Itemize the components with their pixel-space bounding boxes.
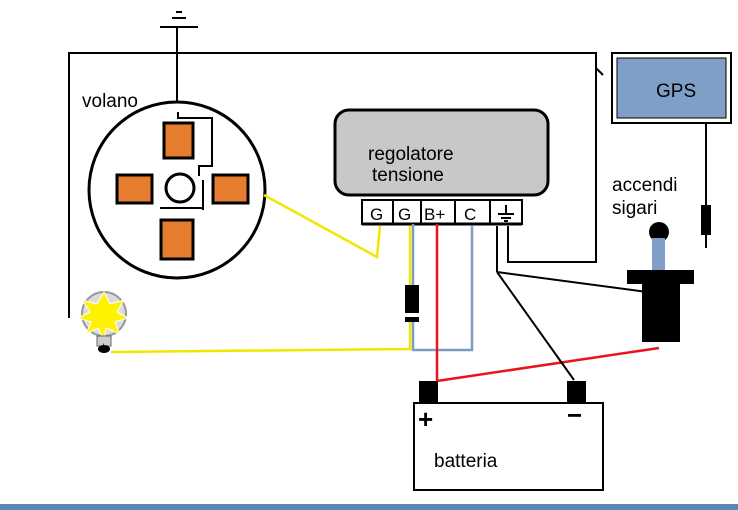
- regulator-body: [333, 108, 550, 197]
- bottom-bar: [0, 504, 738, 510]
- lighter-shaft: [652, 238, 665, 278]
- coil-wire-inner: [177, 112, 213, 176]
- flywheel-hub: [164, 172, 196, 204]
- flywheel: [87, 100, 267, 280]
- diode-body: [405, 285, 419, 322]
- battery-minus-sign: −: [567, 400, 582, 430]
- lamp-plus-sign: +: [101, 341, 106, 351]
- red-wires: [435, 224, 660, 383]
- ground-symbol-top: [160, 11, 198, 112]
- gps-unit: [611, 52, 732, 248]
- terminal-g2: G: [398, 205, 411, 224]
- battery-label: batteria: [434, 451, 498, 472]
- terminal-c: C: [464, 205, 476, 224]
- lighter-knob: [649, 222, 669, 242]
- blue-wires: [411, 224, 474, 352]
- terminal-g1: G: [370, 205, 383, 224]
- battery-plus-sign: +: [418, 404, 433, 434]
- battery-negative-terminal: [567, 381, 586, 403]
- coil-top: [162, 121, 195, 160]
- battery-body: [413, 402, 604, 491]
- black-ground-wires: [496, 226, 648, 381]
- lamp-icon: [76, 290, 130, 353]
- outer-black-wire: [68, 52, 604, 318]
- regulator-label-line1: regolatore: [368, 144, 454, 165]
- terminal-ground-icon: [498, 205, 514, 222]
- gps-label: GPS: [656, 81, 696, 102]
- lighter-socket: [627, 270, 694, 342]
- coil-bottom: [159, 218, 195, 261]
- yellow-wires: [110, 193, 412, 354]
- coil-right: [211, 173, 250, 205]
- cigarette-lighter: [627, 222, 694, 342]
- gps-plug: [701, 205, 711, 235]
- regulator-label-line2: tensione: [372, 165, 444, 186]
- coil-left: [115, 173, 154, 205]
- battery: [413, 381, 604, 491]
- flywheel-label: volano: [82, 91, 138, 112]
- terminal-bplus: B+: [424, 205, 445, 224]
- battery-positive-terminal: [419, 381, 438, 403]
- lighter-label-line2: sigari: [612, 198, 657, 219]
- voltage-regulator: [333, 108, 550, 226]
- lighter-label-line1: accendi: [612, 175, 678, 196]
- diode: [405, 285, 419, 322]
